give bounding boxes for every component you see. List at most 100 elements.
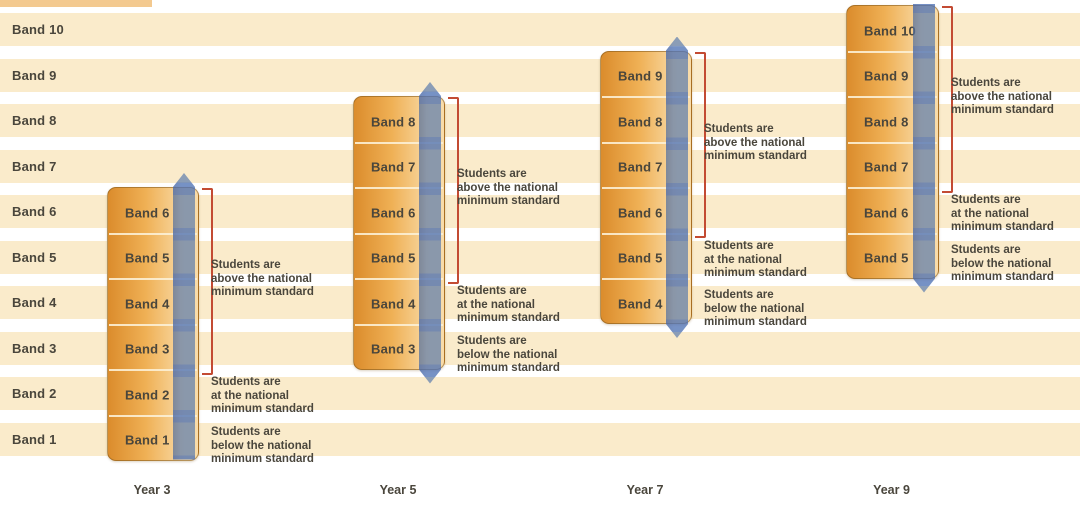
band-cell-label: Band 7 bbox=[618, 159, 663, 175]
progression-arrow bbox=[173, 173, 195, 460]
annotation-line: above the national bbox=[704, 136, 805, 149]
annotation-line: Students are bbox=[951, 244, 1021, 256]
cell-divider bbox=[848, 187, 937, 189]
annotation-line: at the national bbox=[457, 298, 535, 311]
band-cell-label: Band 4 bbox=[371, 296, 416, 311]
cell-divider bbox=[355, 278, 443, 280]
annotation-line: minimum standard bbox=[211, 286, 314, 298]
annotation-line: minimum standard bbox=[457, 195, 560, 207]
band-cell-label: Band 7 bbox=[864, 159, 909, 175]
annotation-line: below the national bbox=[951, 257, 1052, 270]
band-cell-label: Band 9 bbox=[864, 68, 909, 84]
band-row-label: Band 1 bbox=[12, 431, 57, 447]
annotation-line: Students are bbox=[211, 259, 281, 271]
band-row-label: Band 4 bbox=[12, 295, 57, 310]
annotation-line: minimum standard bbox=[704, 316, 807, 328]
annotation-line: below the national bbox=[457, 348, 558, 361]
cell-divider bbox=[109, 369, 197, 371]
band-cell-label: Band 5 bbox=[125, 250, 170, 266]
annotation-line: below the national bbox=[211, 439, 312, 452]
annotation-line: minimum standard bbox=[457, 312, 560, 324]
band-cell-label: Band 4 bbox=[125, 296, 170, 311]
annotation-line: Students are bbox=[951, 194, 1021, 206]
band-cell-label: Band 3 bbox=[125, 341, 170, 357]
band-cell-label: Band 2 bbox=[125, 387, 170, 402]
cell-divider bbox=[109, 232, 197, 235]
top-partial-stripe bbox=[0, 0, 152, 7]
annotation-line: minimum standard bbox=[951, 221, 1054, 233]
annotation-line: minimum standard bbox=[704, 267, 807, 279]
band-cell-label: Band 5 bbox=[371, 250, 416, 266]
year-label: Year 3 bbox=[133, 483, 171, 497]
annotation-line: Students are bbox=[211, 426, 281, 438]
band-cell-label: Band 3 bbox=[371, 341, 416, 357]
annotation-line: minimum standard bbox=[951, 104, 1054, 116]
annotation-line: Students are bbox=[211, 376, 281, 388]
band-row-label: Band 10 bbox=[12, 22, 64, 37]
band-cell-label: Band 1 bbox=[125, 432, 170, 448]
annotation-line: Students are bbox=[457, 285, 527, 297]
annotation-line: Students are bbox=[457, 335, 527, 347]
cell-divider bbox=[355, 232, 443, 235]
progression-arrow bbox=[666, 37, 688, 339]
progression-arrow bbox=[419, 82, 441, 384]
band-cell-label: Band 10 bbox=[864, 23, 916, 38]
band-cell-label: Band 9 bbox=[618, 68, 663, 84]
cell-divider bbox=[848, 50, 937, 53]
annotation-line: Students are bbox=[704, 289, 774, 301]
year-label: Year 7 bbox=[626, 483, 664, 497]
year-label: Year 5 bbox=[379, 483, 417, 497]
annotation-line: Students are bbox=[704, 240, 774, 252]
above-standard-bracket bbox=[695, 51, 706, 238]
band-cell-label: Band 5 bbox=[864, 250, 909, 266]
band-row-label: Band 7 bbox=[12, 158, 57, 174]
annotation-line: above the national bbox=[457, 181, 558, 194]
above-standard-bracket bbox=[202, 188, 213, 375]
cell-divider bbox=[109, 414, 197, 417]
above-standard-bracket bbox=[448, 97, 459, 284]
progression-arrow bbox=[913, 4, 935, 293]
cell-divider bbox=[602, 96, 690, 98]
cell-divider bbox=[355, 323, 443, 326]
annotation-line: at the national bbox=[704, 253, 782, 266]
band-cell-label: Band 8 bbox=[618, 114, 663, 129]
annotation-line: below the national bbox=[704, 302, 805, 315]
band-cell-label: Band 6 bbox=[864, 205, 909, 220]
cell-divider bbox=[602, 141, 690, 144]
cell-divider bbox=[355, 141, 443, 144]
cell-divider bbox=[109, 278, 197, 280]
annotation-line: Students are bbox=[951, 77, 1021, 89]
annotation-line: above the national bbox=[951, 90, 1052, 103]
cell-divider bbox=[848, 232, 937, 235]
band-cell-label: Band 7 bbox=[371, 159, 416, 175]
band-cell-label: Band 4 bbox=[618, 296, 663, 311]
annotation-line: above the national bbox=[211, 272, 312, 285]
band-cell-label: Band 6 bbox=[371, 205, 416, 220]
cell-divider bbox=[602, 278, 690, 280]
annotation-line: at the national bbox=[951, 207, 1029, 220]
band-cell-label: Band 5 bbox=[618, 250, 663, 266]
band-row-label: Band 6 bbox=[12, 204, 57, 219]
annotation-line: minimum standard bbox=[211, 453, 314, 465]
annotation-line: minimum standard bbox=[211, 403, 314, 415]
cell-divider bbox=[848, 96, 937, 98]
year-label: Year 9 bbox=[873, 483, 910, 497]
band-row-label: Band 3 bbox=[12, 340, 57, 356]
cell-divider bbox=[848, 141, 937, 144]
annotation-line: minimum standard bbox=[951, 271, 1054, 283]
annotation-line: minimum standard bbox=[704, 150, 807, 162]
cell-divider bbox=[355, 187, 443, 189]
band-row-label: Band 5 bbox=[12, 249, 57, 265]
band-cell-label: Band 8 bbox=[864, 114, 909, 129]
